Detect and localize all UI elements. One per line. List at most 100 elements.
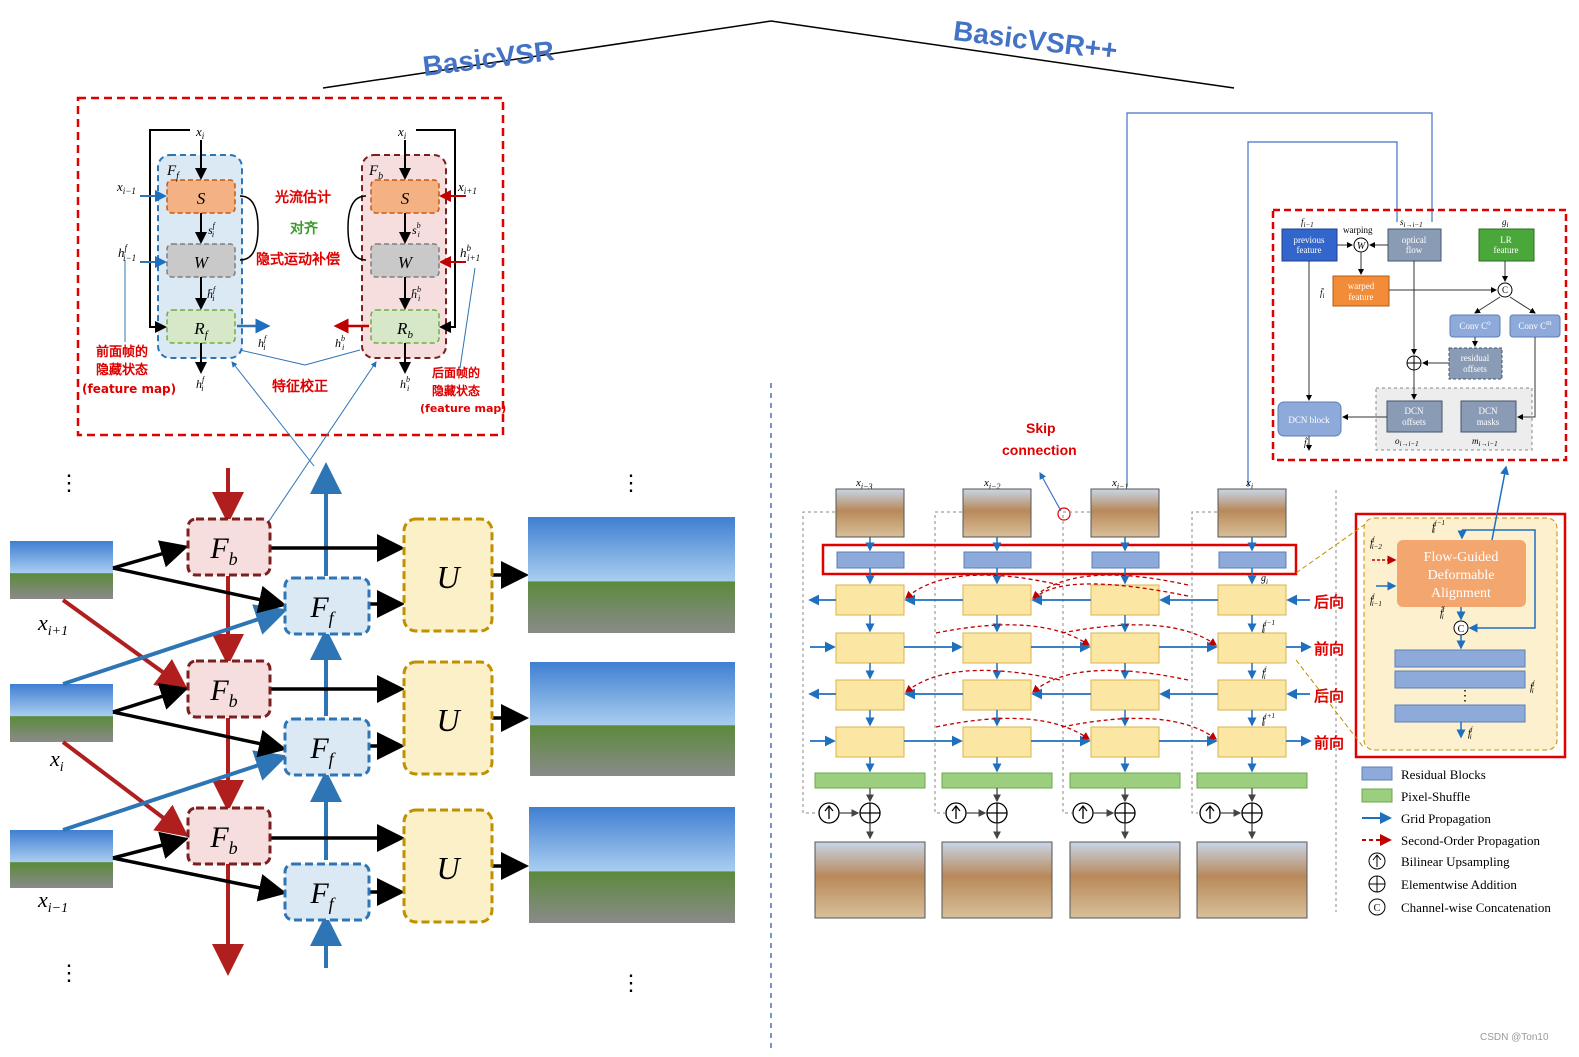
input-frame-x-i xyxy=(10,684,113,742)
svg-text:f̂i: f̂i xyxy=(1304,437,1309,450)
svg-text:fj+1i: fj+1i xyxy=(1262,712,1275,728)
skip-connection-line1: Skip xyxy=(1026,420,1056,436)
svg-text:后向: 后向 xyxy=(1314,687,1344,705)
w-block-backward xyxy=(370,243,440,278)
fgda-residual-blocks xyxy=(1394,649,1526,723)
legend-elementwise-addition: Elementwise Addition xyxy=(1401,877,1517,892)
output-frame-2 xyxy=(530,662,735,776)
legend-pixel-shuffle: Pixel-Shuffle xyxy=(1401,789,1470,804)
svg-text:feature: feature xyxy=(1349,292,1374,302)
basicvsr-detail-frame xyxy=(76,96,505,437)
concat-circle xyxy=(1497,282,1513,298)
svg-text:flow: flow xyxy=(1406,245,1423,255)
svg-text:offsets: offsets xyxy=(1402,417,1426,427)
svg-text:前向: 前向 xyxy=(1314,734,1344,752)
legend-c-icon: C xyxy=(1374,903,1381,914)
skip-connection-marker xyxy=(1057,507,1071,521)
legend-bilinear-upsampling: Bilinear Upsampling xyxy=(1401,854,1510,869)
legend-residual-blocks: Residual Blocks xyxy=(1401,767,1486,782)
svg-text:U: U xyxy=(436,850,461,886)
w-block-forward xyxy=(166,243,236,278)
svg-text:LR: LR xyxy=(1500,235,1512,245)
svg-text:DCN: DCN xyxy=(1404,406,1424,416)
s-label-backward: S xyxy=(401,189,410,208)
u-blocks xyxy=(402,517,494,924)
pixel-shuffle-row xyxy=(814,772,1308,789)
s-label-forward: S xyxy=(197,189,206,208)
fgda-concat-label: C xyxy=(1458,624,1465,635)
svg-text:Conv Co: Conv Co xyxy=(1459,319,1491,331)
alignment-detail-frame xyxy=(1271,208,1568,462)
svg-text:gi: gi xyxy=(1502,217,1509,229)
svg-text:feature: feature xyxy=(1297,245,1322,255)
svg-text:fji: fji xyxy=(1468,725,1473,741)
prev-hidden-line1: 前面帧的 xyxy=(96,344,148,360)
w-label-forward: W xyxy=(194,253,210,272)
pipeline-dots: ⋮ ⋮ ⋮ ⋮ xyxy=(58,470,642,995)
residual-row-highlight xyxy=(821,543,1298,576)
alignment-connectors xyxy=(1306,242,1536,451)
frame-label-x-i-plus-1: xi+1 xyxy=(37,610,68,639)
svg-text:Alignment: Alignment xyxy=(1431,586,1491,601)
alignment-label: 对齐 xyxy=(290,220,319,237)
fgda-frame xyxy=(1354,512,1567,759)
warping-label: warping xyxy=(1343,225,1373,235)
output-images xyxy=(814,841,1308,919)
g-i-label: gi xyxy=(1261,573,1268,586)
x-i-top-left: xi xyxy=(195,124,205,141)
svg-text:residual: residual xyxy=(1461,353,1490,363)
prev-hidden-line2: 隐藏状态 xyxy=(96,362,148,378)
w-label-backward: W xyxy=(398,253,414,272)
svg-text:⋮: ⋮ xyxy=(58,470,80,495)
s-block-forward xyxy=(166,179,236,214)
output-frame-3 xyxy=(529,807,735,923)
output-frame-1 xyxy=(528,517,735,633)
fgda-title: Flow-Guided Deformable Alignment xyxy=(1424,550,1499,601)
svg-text:Deformable: Deformable xyxy=(1428,568,1495,583)
basicvsrpp-title: BasicVSR++ xyxy=(952,15,1120,66)
svg-text:⋮: ⋮ xyxy=(58,960,80,985)
svg-text:offsets: offsets xyxy=(1463,364,1487,374)
legend-channel-concat: Channel-wise Concatenation xyxy=(1401,900,1551,915)
svg-text:DCN: DCN xyxy=(1478,406,1498,416)
alignment-blocks xyxy=(1277,228,1561,437)
watermark: CSDN @Ton10 xyxy=(1480,1032,1549,1043)
skip-lines xyxy=(1039,112,1433,512)
s-block-backward xyxy=(370,179,440,214)
svg-text:U: U xyxy=(436,702,461,738)
svg-text:前向: 前向 xyxy=(1314,640,1344,658)
svg-text:U: U xyxy=(436,559,461,595)
propagation-grid xyxy=(835,584,1287,758)
input-frame-x-i-plus-1 xyxy=(10,541,113,599)
svg-text:f̂ji: f̂ji xyxy=(1440,605,1445,621)
svg-text:DCN block: DCN block xyxy=(1288,415,1330,425)
ff-blocks xyxy=(283,576,371,922)
frame-label-x-i: xi xyxy=(49,746,64,775)
svg-text:⋮: ⋮ xyxy=(620,470,642,495)
svg-text:masks: masks xyxy=(1477,417,1500,427)
u-labels: U U U xyxy=(436,559,461,886)
x-i-top-right: xi xyxy=(397,124,407,141)
r-block-forward xyxy=(166,309,236,344)
fb-blocks xyxy=(186,517,272,866)
input-labels: xi−3 xi−2 xi−1 xi xyxy=(855,477,1253,491)
svg-text:xi: xi xyxy=(1245,477,1253,491)
svg-text:warped: warped xyxy=(1348,281,1375,291)
legend-grid-propagation: Grid Propagation xyxy=(1401,811,1491,826)
frame-label-x-i-minus-1: xi−1 xyxy=(37,887,68,916)
svg-text:feature: feature xyxy=(1494,245,1519,255)
upsample-add-row xyxy=(818,802,1263,824)
legend: Residual Blocks Pixel-Shuffle Grid Propa… xyxy=(1401,767,1551,915)
next-hidden-line1: 后面帧的 xyxy=(432,365,480,380)
skip-connection-line2: connection xyxy=(1002,442,1077,458)
svg-text:fji: fji xyxy=(1262,665,1267,681)
title-bracket xyxy=(322,20,1235,89)
